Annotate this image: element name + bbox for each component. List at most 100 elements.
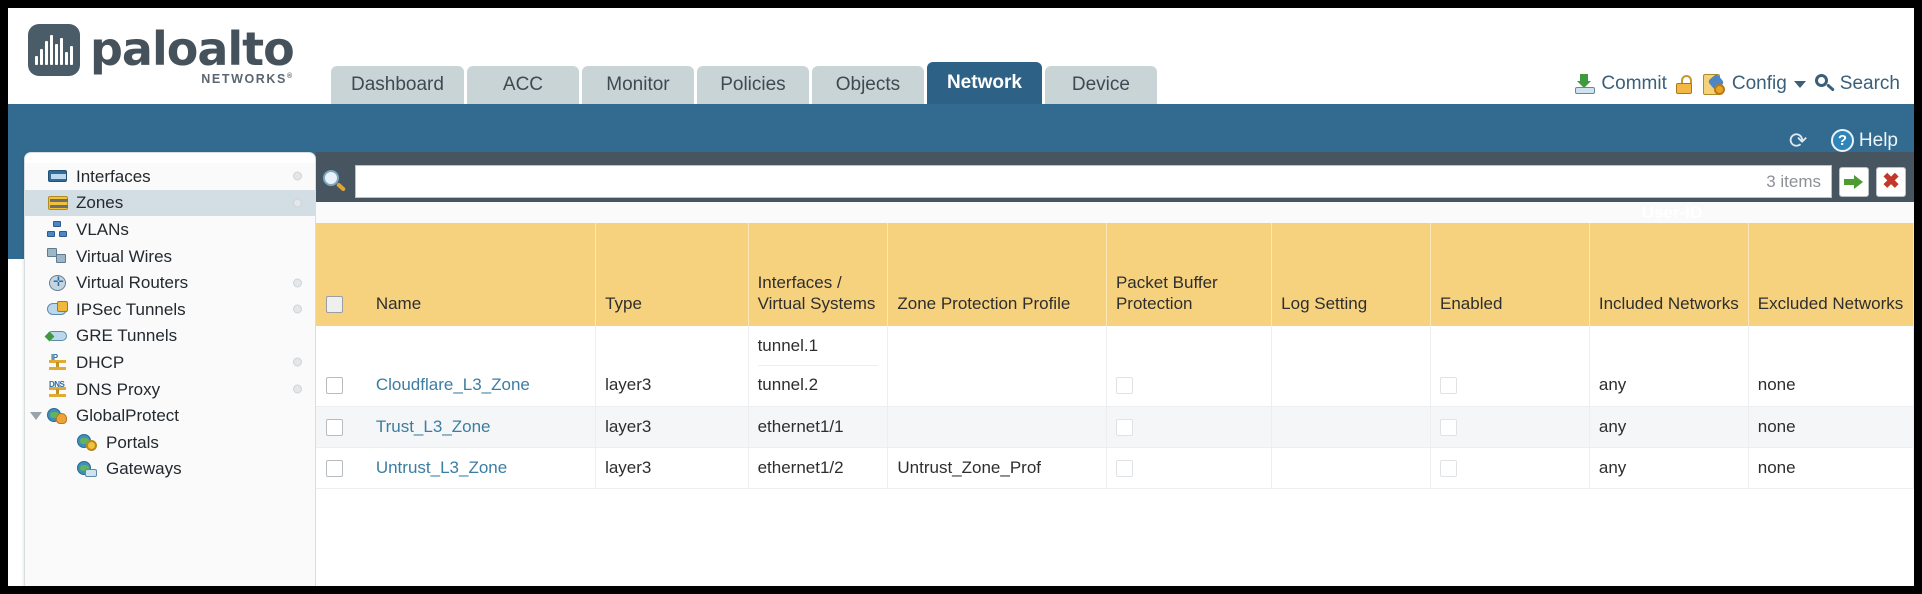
lock-icon[interactable] [1675,74,1694,94]
column-header-log-setting[interactable]: Log Setting [1271,223,1432,326]
cell-type: layer3 [595,326,749,407]
cell-excluded-networks: none [1748,326,1914,407]
config-menu[interactable]: Config [1702,73,1806,95]
status-dot [293,357,302,367]
palo-alto-web-interface: paloalto NETWORKS® Dashboard ACC Monitor… [8,8,1914,586]
search-input[interactable]: 3 items [355,165,1832,198]
packet-buffer-protection-checkbox[interactable] [1115,377,1133,395]
sidebar-item-virtual-wires[interactable]: Virtual Wires [25,243,315,270]
tab-network[interactable]: Network [926,62,1042,104]
tab-acc[interactable]: ACC [466,66,579,104]
tab-device[interactable]: Device [1044,66,1157,104]
network-sidebar: Interfaces Zones VLANs Virtual Wires Vir… [24,152,316,586]
userid-enabled-checkbox[interactable] [1440,418,1458,436]
tab-dashboard[interactable]: Dashboard [331,66,464,104]
tab-policies[interactable]: Policies [696,66,809,104]
column-header-interfaces[interactable]: Interfaces / Virtual Systems [748,223,889,326]
userid-enabled-checkbox[interactable] [1440,460,1458,478]
tab-label: ACC [502,74,544,95]
cell-packet-buffer-protection [1106,326,1273,407]
refresh-icon[interactable]: ⟳ [1788,127,1808,153]
cell-zone-protection-profile [887,326,1107,407]
sidebar-item-interfaces[interactable]: Interfaces [25,163,315,190]
apply-filter-button[interactable] [1839,166,1869,197]
column-header-enabled[interactable]: Enabled [1430,223,1590,326]
sidebar-item-globalprotect[interactable]: GlobalProtect [25,402,315,429]
tab-monitor[interactable]: Monitor [581,66,694,104]
main-navigation-tabs: Dashboard ACC Monitor Policies Objects N… [331,62,1157,104]
group-header-user-id: User-ID [1430,202,1914,223]
cell-name: Cloudflare_L3_Zone [366,326,597,407]
zone-name-link[interactable]: Cloudflare_L3_Zone [375,375,530,395]
sidebar-item-label: Zones [76,193,124,213]
clear-filter-button[interactable]: ✖ [1876,166,1906,197]
cell-zone-protection-profile: Untrust_Zone_Prof [887,447,1107,490]
apply-arrow-icon [1844,174,1864,189]
sidebar-item-gre-tunnels[interactable]: GRE Tunnels [25,323,315,350]
sidebar-top-spacer [25,153,315,163]
zones-icon [47,194,69,212]
status-dot [293,384,302,394]
commit-button[interactable]: Commit [1574,73,1667,95]
row-checkbox[interactable] [326,460,343,478]
search-button[interactable]: Search [1814,73,1900,95]
table-row[interactable]: Untrust_L3_Zone layer3 ethernet1/2 Untru… [316,447,1914,490]
zone-name-link[interactable]: Untrust_L3_Zone [375,458,508,478]
group-header-spacer [316,202,1431,223]
cell-log-setting [1271,406,1432,449]
sidebar-item-gateways[interactable]: Gateways [25,456,315,483]
paloalto-logo-icon [28,24,80,76]
virtual-routers-icon [47,274,69,292]
table-row[interactable]: Cloudflare_L3_Zone layer3 tunnel.1 tunne… [316,326,1914,407]
cell-userid-enabled [1430,447,1590,490]
sidebar-item-dns-proxy[interactable]: DNS DNS Proxy [25,376,315,403]
vlans-icon [47,220,69,238]
status-dot [293,198,302,208]
cell-name: Untrust_L3_Zone [366,447,597,490]
row-select-cell [316,447,367,490]
item-count-label: 3 items [1766,171,1821,191]
row-checkbox[interactable] [326,418,343,436]
select-all-checkbox[interactable] [326,295,343,313]
sidebar-item-zones[interactable]: Zones [25,189,315,217]
column-header-included-networks[interactable]: Included Networks [1589,223,1749,326]
zone-name-link[interactable]: Trust_L3_Zone [375,416,491,436]
sidebar-item-label: Interfaces [76,166,151,186]
zones-table: User-ID Name Type Interfaces / Virtual S… [316,202,1914,490]
row-checkbox[interactable] [326,377,343,395]
sidebar-item-portals[interactable]: Portals [25,429,315,456]
userid-enabled-checkbox[interactable] [1440,377,1458,395]
help-button[interactable]: ? Help [1830,129,1898,152]
cell-interfaces: tunnel.1 tunnel.2 [748,326,889,407]
help-icon: ? [1830,129,1854,152]
search-icon[interactable] [322,169,348,195]
row-select-cell [316,406,367,449]
expander-triangle-down-icon[interactable] [30,411,42,420]
tab-objects[interactable]: Objects [811,66,924,104]
cell-included-networks: any [1589,406,1749,449]
filter-toolbar: 3 items ✖ [316,161,1914,202]
header-actions: Commit Config Search [1574,73,1900,95]
sidebar-item-dhcp[interactable]: IP DHCP [25,349,315,376]
sidebar-item-label: GlobalProtect [76,406,179,426]
search-icon [1814,74,1835,94]
sidebar-item-label: Gateways [106,459,182,479]
dhcp-icon: IP [47,353,69,371]
brand-tagline: NETWORKS® [201,72,294,86]
column-header-packet-buffer-protection[interactable]: Packet Buffer Protection [1106,223,1273,326]
sidebar-item-virtual-routers[interactable]: Virtual Routers [25,269,315,296]
sidebar-item-label: DNS Proxy [76,379,161,399]
packet-buffer-protection-checkbox[interactable] [1115,418,1133,436]
column-header-type[interactable]: Type [595,223,749,326]
cell-type: layer3 [595,406,749,449]
cell-log-setting [1271,447,1432,490]
ipsec-tunnels-icon [47,300,69,318]
sidebar-item-vlans[interactable]: VLANs [25,216,315,243]
table-row[interactable]: Trust_L3_Zone layer3 ethernet1/1 any non… [316,406,1914,449]
column-header-zone-protection-profile[interactable]: Zone Protection Profile [887,223,1107,326]
column-header-excluded-networks[interactable]: Excluded Networks [1748,223,1914,326]
packet-buffer-protection-checkbox[interactable] [1115,460,1133,478]
column-header-name[interactable]: Name [366,223,597,326]
table-group-header-row: User-ID [316,202,1914,223]
sidebar-item-ipsec-tunnels[interactable]: IPSec Tunnels [25,296,315,323]
